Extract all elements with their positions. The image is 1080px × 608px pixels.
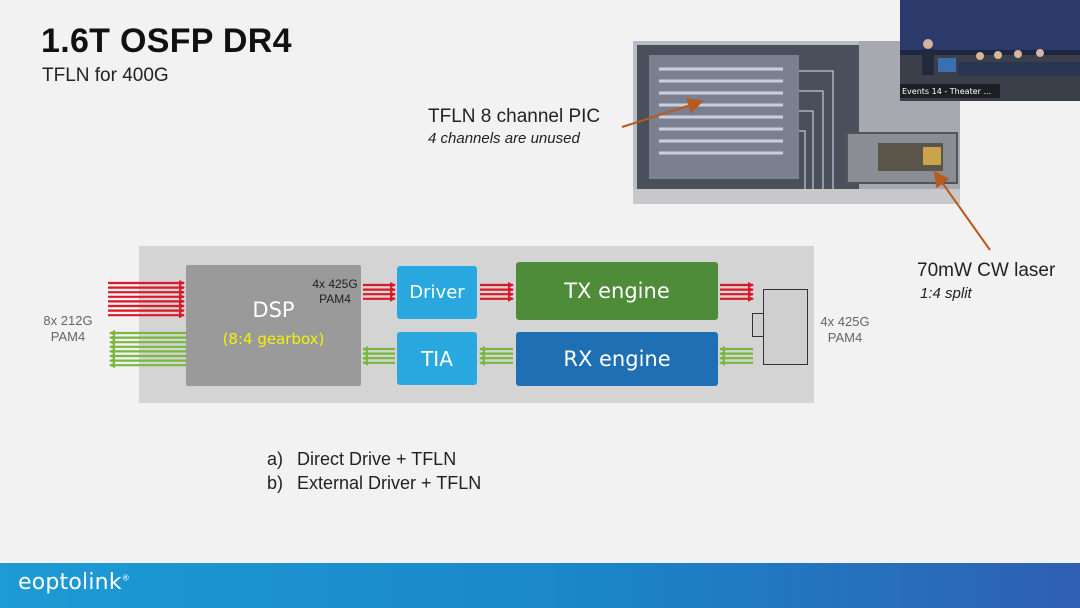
input-tx-arrow-head: [179, 284, 185, 291]
driver-tx-arrow-head: [508, 291, 514, 298]
video-caption: Events 14 - Theater ...: [902, 87, 992, 96]
options-list: a) Direct Drive + TFLN b) External Driver …: [267, 447, 481, 495]
driver-tx-arrow-head: [508, 286, 514, 293]
dsp-label: DSP: [252, 297, 295, 322]
input-tx-arrow-head: [179, 298, 185, 305]
output-rx-arrow-head: [109, 362, 115, 369]
dsp-output-label: 4x 425G PAM4: [312, 277, 358, 306]
rx-tia-arrow-head: [479, 350, 485, 357]
laser-sublabel: 1:4 split: [920, 285, 972, 302]
pic-callout-arrow: [621, 98, 704, 128]
slide-subtitle: TFLN for 400G: [42, 65, 169, 86]
dsp-driver-arrow-head: [390, 295, 396, 302]
output-rx-arrow-head: [109, 348, 115, 355]
output-rx-arrow-head: [109, 357, 115, 364]
fiber-rx-arrow-head: [719, 350, 725, 357]
output-rx-arrow-head: [109, 339, 115, 346]
rx-tia-arrow-head: [479, 355, 485, 362]
input-tx-arrow-head: [179, 280, 185, 286]
tx-engine-block: TX engine: [516, 262, 718, 320]
tx-fiber-arrow-head: [748, 282, 754, 288]
tx-fiber-arrow-head: [748, 295, 754, 302]
dsp-driver-arrow-head: [390, 291, 396, 298]
option-text: Direct Drive + TFLN: [297, 449, 457, 469]
fiber-rx-arrow-head: [719, 359, 725, 366]
pic-photo: [633, 41, 960, 204]
rx-tia-arrow-head: [479, 346, 485, 352]
tx-fiber-arrow-head: [748, 286, 754, 293]
rx-engine-block: RX engine: [516, 332, 718, 386]
input-tx-arrow-head: [179, 312, 185, 319]
tx-fiber-arrow-head: [748, 291, 754, 298]
output-rx-arrow-head: [109, 334, 115, 341]
tia-dsp-arrow-head: [362, 355, 368, 362]
output-rx-arrow-head: [109, 343, 115, 350]
pic-sublabel: 4 channels are unused: [428, 130, 580, 147]
output-rx-arrow-head: [109, 330, 115, 336]
driver-block: Driver: [397, 266, 477, 319]
tia-dsp-arrow-head: [362, 350, 368, 357]
input-tx-arrow-head: [179, 307, 185, 314]
laser-label: 70mW CW laser: [917, 260, 1056, 281]
eoptolink-logo: eoptolink®: [18, 570, 130, 595]
option-item: b) External Driver + TFLN: [267, 471, 481, 495]
pic-label: TFLN 8 channel PIC: [428, 106, 601, 127]
tia-dsp-arrow-head: [362, 346, 368, 352]
dsp-block: DSP (8:4 gearbox): [186, 265, 361, 386]
laser-callout-arrow: [933, 170, 991, 251]
output-lane-label: 4x 425G PAM4: [820, 314, 870, 345]
dsp-driver-arrow-head: [390, 286, 396, 293]
dsp-driver-arrow-head: [390, 282, 396, 288]
driver-tx-arrow-head: [508, 295, 514, 302]
tia-dsp-arrow-head: [362, 359, 368, 366]
input-tx-arrow-head: [179, 303, 185, 309]
input-lane-label: 8x 212G PAM4: [43, 313, 93, 344]
video-overlay[interactable]: [900, 0, 1080, 101]
footer-bar: [0, 563, 1080, 608]
fiber-connector: [763, 289, 808, 365]
option-text: External Driver + TFLN: [297, 473, 482, 493]
tia-block: TIA: [397, 332, 477, 385]
output-rx-arrow-head: [109, 353, 115, 359]
fiber-rx-arrow-head: [719, 355, 725, 362]
input-tx-arrow-head: [179, 293, 185, 300]
dsp-gearbox-label: (8:4 gearbox): [222, 329, 325, 348]
option-item: a) Direct Drive + TFLN: [267, 447, 481, 471]
option-key: a): [267, 449, 284, 469]
fiber-rx-arrow-head: [719, 346, 725, 352]
driver-tx-arrow-head: [508, 282, 514, 288]
input-tx-arrow-head: [179, 289, 185, 296]
slide-title: 1.6T OSFP DR4: [41, 22, 292, 60]
option-key: b): [267, 473, 284, 493]
rx-tia-arrow-head: [479, 359, 485, 366]
